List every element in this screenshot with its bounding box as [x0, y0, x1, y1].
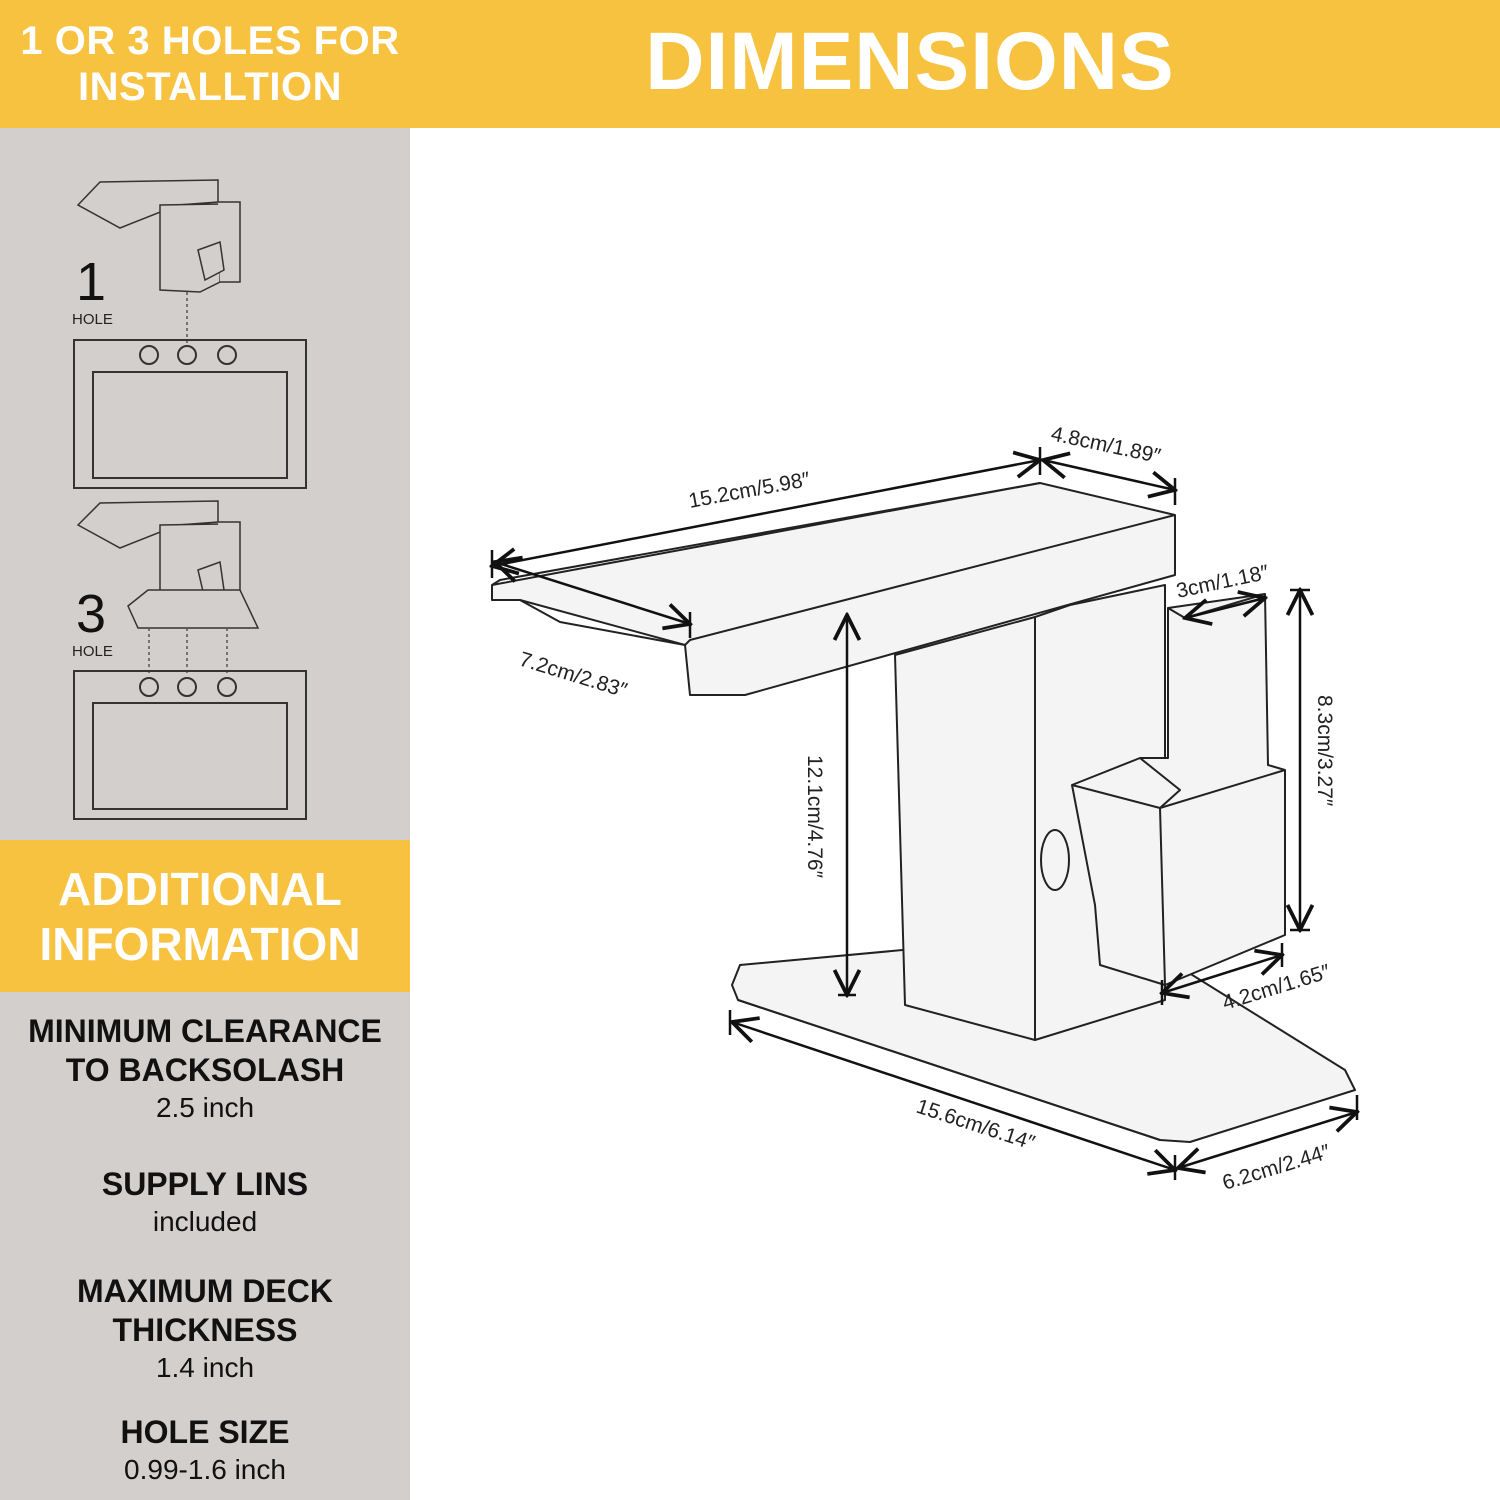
info-item-hole-size: HOLE SIZE 0.99-1.6 inch: [0, 1413, 410, 1488]
dim-spout-length: 15.2cm/5.98″: [687, 468, 813, 513]
info-item-supply-lines: SUPPLY LINS included: [0, 1165, 410, 1240]
info-heading: TO BACKSOLASH: [65, 1052, 345, 1088]
additional-title-line2: INFORMATION: [39, 918, 361, 970]
additional-info-title: ADDITIONAL INFORMATION: [0, 862, 400, 972]
info-heading: THICKNESS: [112, 1312, 298, 1348]
one-hole-faucet-icon: [76, 179, 241, 293]
dimension-lines: [492, 447, 1357, 1180]
sidebar-panel: [0, 128, 410, 1500]
info-heading: MAXIMUM DECK: [77, 1273, 333, 1309]
dim-spout-width: 4.8cm/1.89″: [1049, 422, 1163, 468]
info-value: 1.4 inch: [155, 1352, 255, 1383]
dimensions-header-band: [410, 0, 1500, 128]
three-hole-number: 3: [76, 584, 106, 644]
info-value: 0.99-1.6 inch: [124, 1454, 286, 1485]
info-item-clearance: MINIMUM CLEARANCE TO BACKSOLASH 2.5 inch: [0, 1012, 410, 1126]
info-value: 2.5 inch: [155, 1092, 255, 1123]
dim-plate-width: 6.2cm/2.44″: [1220, 1140, 1334, 1195]
install-title-line2: INSTALLTION: [78, 65, 342, 109]
info-item-deck-thickness: MAXIMUM DECK THICKNESS 1.4 inch: [0, 1272, 410, 1386]
info-heading: MINIMUM CLEARANCE: [28, 1013, 382, 1049]
three-hole-faucet-icon: [76, 500, 260, 629]
dim-spout-height: 12.1cm/4.76″: [803, 755, 826, 879]
one-hole-number: 1: [76, 252, 106, 312]
info-value: included: [152, 1206, 258, 1237]
info-heading: HOLE SIZE: [120, 1414, 290, 1450]
info-heading: SUPPLY LINS: [101, 1166, 309, 1202]
dim-handle-height: 8.3cm/3.27″: [1313, 695, 1336, 807]
additional-title-line1: ADDITIONAL: [58, 863, 342, 915]
dimensions-title: DIMENSIONS: [645, 16, 1175, 107]
one-hole-label: HOLE: [72, 311, 113, 328]
dim-spout-depth: 7.2cm/2.83″: [517, 648, 631, 703]
additional-info-band: [0, 840, 410, 992]
sink-one-hole-icon: [73, 339, 307, 489]
install-header-band: [0, 0, 410, 128]
three-hole-label: HOLE: [72, 643, 113, 660]
install-title: 1 OR 3 HOLES FOR INSTALLTION: [0, 18, 420, 110]
install-title-line1: 1 OR 3 HOLES FOR: [20, 19, 400, 63]
sink-three-hole-icon: [73, 670, 307, 820]
